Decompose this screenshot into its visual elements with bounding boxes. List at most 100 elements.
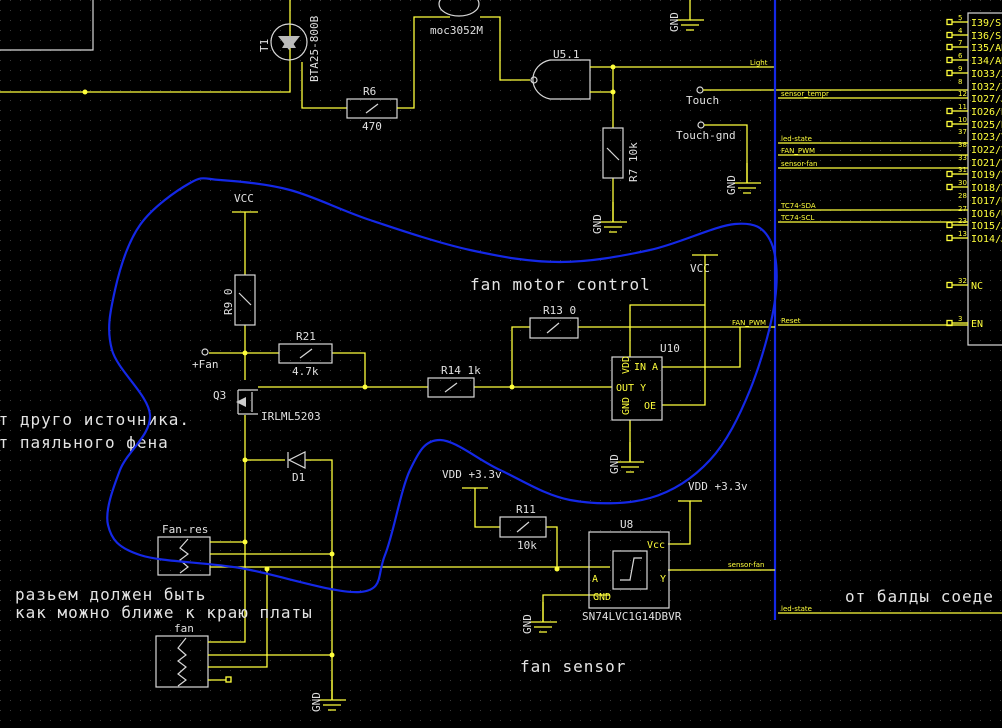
- mcu-pin-number: 33: [958, 154, 967, 162]
- mcu-pin-number: 38: [958, 141, 967, 149]
- ground-icon: [599, 202, 627, 233]
- net-sensor-fan: sensor-fan: [781, 160, 817, 168]
- q3-ref: Q3: [213, 389, 226, 402]
- net-reset: Reset: [781, 317, 801, 325]
- buffer-u10[interactable]: U10 VDD IN A OUT Y GND OE: [611, 342, 680, 421]
- mcu-pin-name: I35/AD: [971, 43, 1002, 54]
- gnd-label: GND: [608, 454, 621, 474]
- resistor-r11[interactable]: R11 10k: [499, 503, 547, 552]
- mcu-pin-number: 9: [958, 65, 962, 73]
- u10-ref: U10: [660, 342, 680, 355]
- mcu-pin-number: 28: [958, 192, 967, 200]
- mcu-pin-name: IO19/V: [971, 170, 1002, 181]
- note-connector-1: разьем должен быть: [15, 585, 206, 604]
- gnd-label: GND: [725, 175, 738, 195]
- u8-pin-y: Y: [660, 574, 666, 585]
- mcu-pin-number: 3: [958, 315, 962, 323]
- u10-pin-oe: OE: [644, 401, 656, 412]
- net-fan-pwm-local: FAN_PWM: [732, 319, 766, 327]
- u51-ref: U5.1: [553, 48, 580, 61]
- touch-label: Touch: [686, 94, 719, 107]
- fan-plus-terminal[interactable]: +Fan: [192, 348, 219, 371]
- connector-fan-res[interactable]: Fan-res: [157, 523, 211, 576]
- note-connector-2: как можно ближе к краю платы: [15, 603, 313, 622]
- section-title-fan-sensor: fan sensor: [520, 657, 626, 676]
- resistor-r13[interactable]: R13 0: [529, 304, 579, 339]
- vdd-label: VDD +3.3v: [688, 480, 748, 493]
- wire: [397, 16, 530, 109]
- u10-pin-out: OUT Y: [616, 383, 646, 394]
- u8-value: SN74LVC1G14DBVR: [582, 610, 682, 623]
- gnd-label: GND: [521, 614, 534, 634]
- q3-value: IRLML5203: [261, 410, 321, 423]
- resistor-r7[interactable]: R7 10k: [602, 127, 640, 182]
- mcu-pin-number: 30: [958, 179, 967, 187]
- mcu-pin-name: IO22/V: [971, 145, 1002, 156]
- wire: [462, 487, 775, 622]
- mcu-pin-number: 13: [958, 230, 967, 238]
- d1-ref: D1: [292, 471, 305, 484]
- mcu-pin-name: IO14/A: [971, 234, 1002, 245]
- u10-pin-vdd: VDD: [621, 356, 632, 374]
- r9-ref: R9 0: [222, 289, 235, 316]
- r14-ref: R14 1k: [441, 364, 481, 377]
- r21-value: 4.7k: [292, 365, 319, 378]
- touch-gnd-label: Touch-gnd: [676, 129, 736, 142]
- r11-ref: R11: [516, 503, 536, 516]
- ground-icon: [676, 0, 704, 31]
- mcu-pin-name: I39/SE: [971, 18, 1002, 29]
- mcu-chip[interactable]: 5I39/SE4I36/SE7I35/AD6I34/AD9IO33/X8IO32…: [946, 12, 1002, 346]
- optocoupler-moc3052m[interactable]: moc3052M: [430, 0, 483, 37]
- mcu-pin-name: IO25/D: [971, 120, 1002, 131]
- mcu-pin-name: IO18/V: [971, 183, 1002, 194]
- mcu-pin-number: 10: [958, 116, 967, 124]
- resistor-r9[interactable]: R9 0: [222, 274, 256, 326]
- net-sda: TC74-SDA: [780, 202, 816, 210]
- net-led-state-local: led-state: [781, 605, 812, 613]
- connector-fan[interactable]: fan: [155, 622, 209, 688]
- mcu-pin-number: 31: [958, 166, 967, 174]
- net-sensor-tempr: sensor_tempr: [781, 90, 829, 98]
- mcu-pin-number: 5: [958, 14, 962, 22]
- r13-ref: R13 0: [543, 304, 576, 317]
- schmitt-trigger-u8[interactable]: U8 SN74LVC1G14DBVR Vcc A Y GND: [582, 518, 682, 623]
- mcu-pin-number: 27: [958, 205, 967, 213]
- r7-ref: R7 10k: [627, 142, 640, 182]
- fan-plus-label: +Fan: [192, 358, 219, 371]
- mcu-pin-name: EN: [971, 319, 983, 330]
- vdd-label: VDD +3.3v: [442, 468, 502, 481]
- net-fan-pwm: FAN_PWM: [781, 147, 815, 155]
- mcu-pin-name: NC: [971, 281, 983, 292]
- wire: [590, 66, 775, 222]
- note-other-source-1: от друго источника.: [0, 410, 190, 429]
- resistor-r21[interactable]: R21 4.7k: [278, 330, 333, 378]
- u10-pin-in: IN A: [634, 362, 658, 373]
- r6-ref: R6: [363, 85, 376, 98]
- diode-d1[interactable]: D1: [287, 451, 306, 484]
- touch-terminal[interactable]: Touch: [686, 86, 968, 107]
- mosfet-q3[interactable]: Q3 IRLML5203: [213, 389, 321, 423]
- resistor-r14[interactable]: R14 1k: [427, 364, 481, 398]
- fan-res-ref: Fan-res: [162, 523, 208, 536]
- fan-ref: fan: [174, 622, 194, 635]
- u8-pin-vcc: Vcc: [647, 540, 665, 551]
- mcu-pin-name: IO32/X: [971, 82, 1002, 93]
- net-label-light: Light: [750, 59, 768, 67]
- r21-ref: R21: [296, 330, 316, 343]
- nand-gate-u51[interactable]: U5.1: [530, 48, 591, 100]
- mcu-pin-name: IO27/A: [971, 94, 1002, 105]
- note-other-source-2: от паяльного фена: [0, 433, 169, 452]
- note-random: от балды соеде: [845, 587, 994, 606]
- gnd-label: GND: [668, 12, 681, 32]
- mcu-pin-name: IO21/V: [971, 158, 1002, 169]
- mcu-pin-name: IO23/V: [971, 132, 1002, 143]
- triac-t1[interactable]: T1 BTA25-800B: [258, 15, 321, 82]
- vcc-label: VCC: [234, 192, 254, 205]
- mcu-pin-number: 32: [958, 277, 967, 285]
- net-scl: TC74-SCL: [780, 214, 815, 222]
- t1-value: BTA25-800B: [308, 15, 321, 82]
- mcu-pin-name: I34/AD: [971, 56, 1002, 67]
